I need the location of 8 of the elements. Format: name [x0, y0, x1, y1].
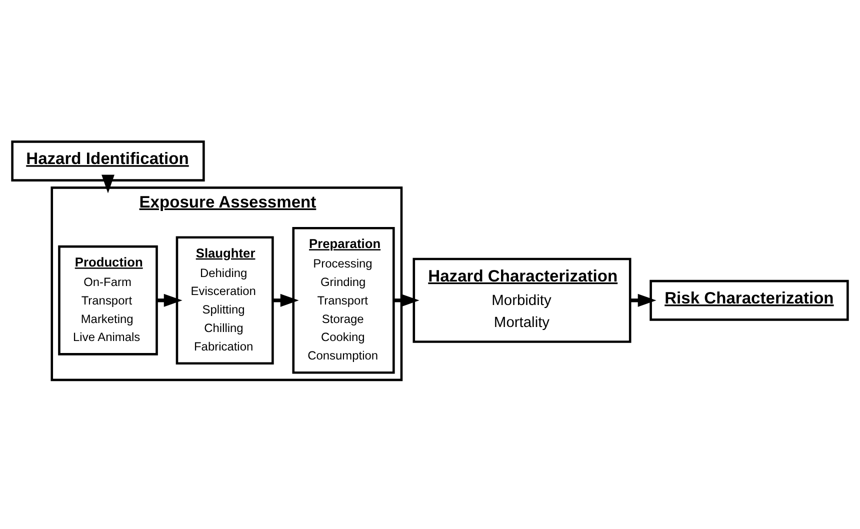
arrow — [272, 294, 299, 307]
node-box: Hazard Characterization Morbidity Mortality — [412, 258, 632, 343]
node-box: Production On-Farm Transport Marketing Live Animals — [58, 245, 158, 356]
node-box: Risk Characterization — [650, 280, 849, 321]
node-box: Preparation Processing Grinding Transport Storage Cooking Consumption — [292, 227, 395, 374]
arrow — [630, 294, 656, 307]
arrow — [102, 174, 114, 194]
node-box: Slaughter Dehiding Evisceration Splitting Chilling Fabrication — [176, 236, 274, 365]
